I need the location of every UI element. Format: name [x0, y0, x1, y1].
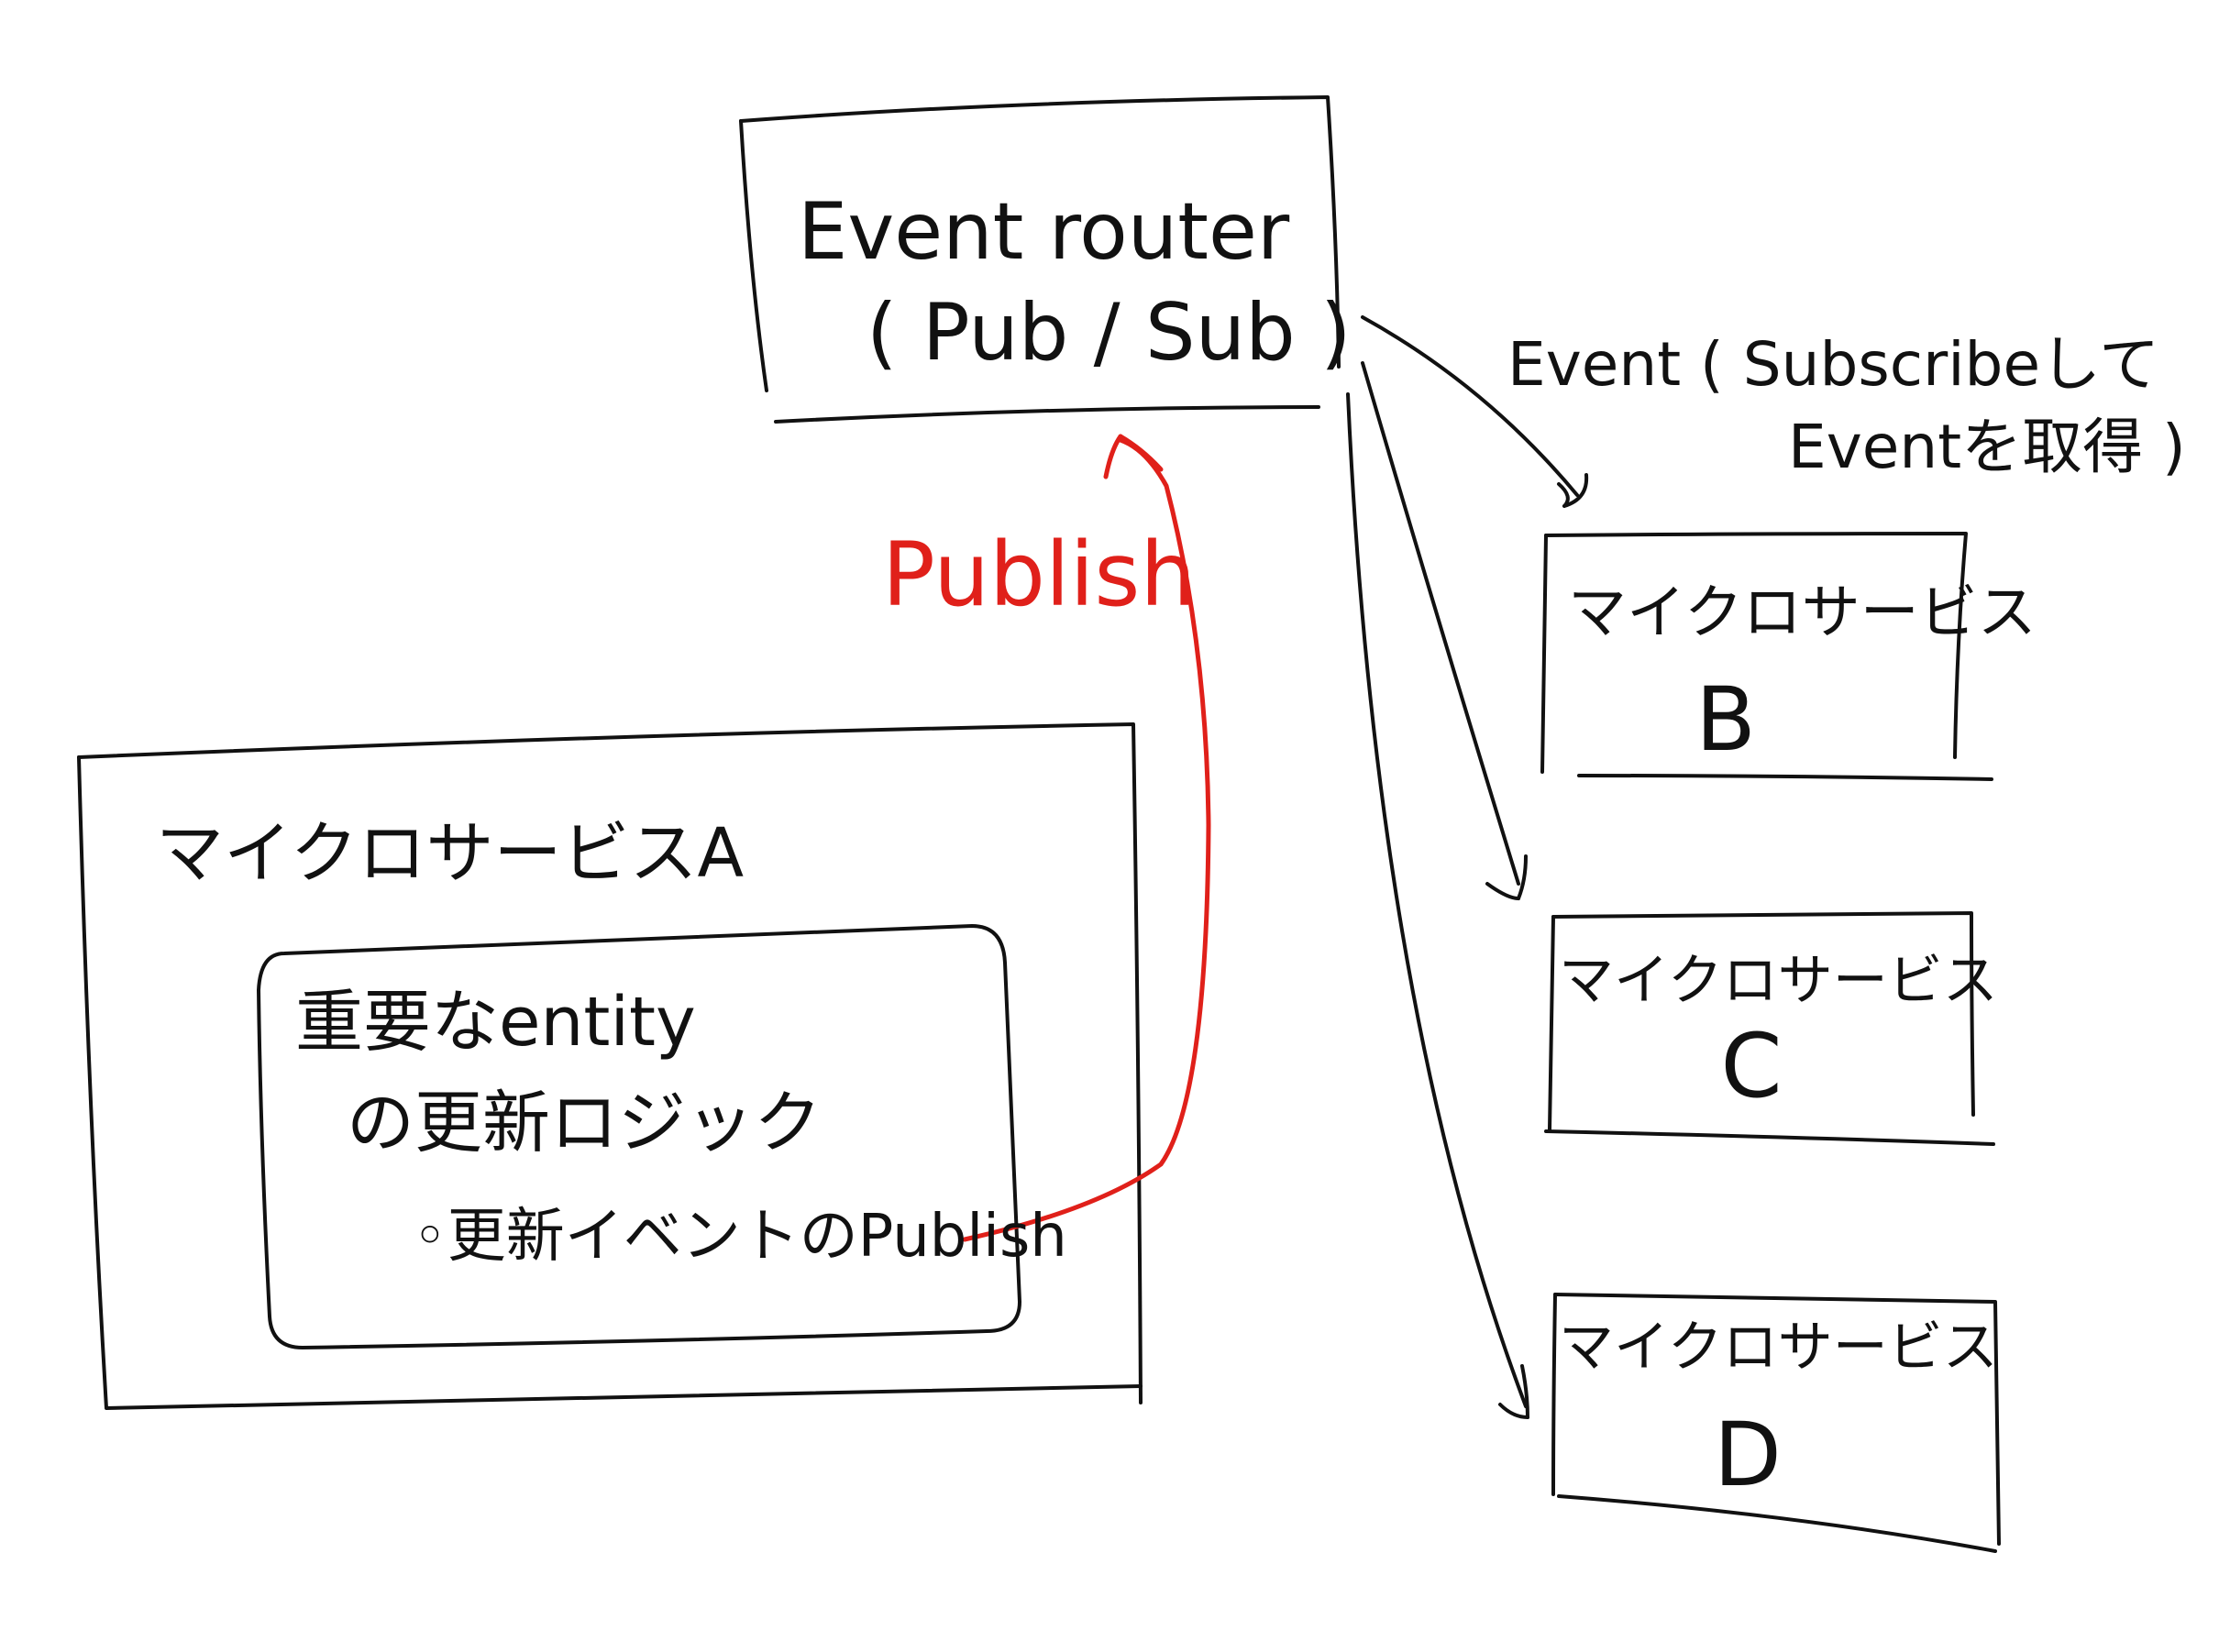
service-c-letter: C	[1720, 1015, 1782, 1118]
event-note-line1: Event ( Subscribeして	[1507, 329, 2159, 400]
service-a-box	[77, 722, 1143, 1410]
logic-line3: ◦更新イベントのPublish	[413, 1203, 1067, 1271]
service-d-letter: D	[1714, 1404, 1782, 1506]
arrow-to-d	[1346, 392, 1529, 1419]
publish-arrow	[962, 434, 1211, 1242]
arrow-to-c	[1361, 361, 1528, 900]
service-d-label: マイクロサービス	[1559, 1316, 1998, 1380]
event-router-box	[739, 95, 1341, 424]
service-b-letter: B	[1695, 668, 1756, 771]
event-note-line2: Eventを取得 )	[1788, 412, 2186, 482]
router-title: Event router	[798, 186, 1290, 278]
service-b-box	[1540, 532, 1993, 781]
service-b-label: マイクロサービス	[1568, 579, 2037, 647]
logic-line2: の更新ロジック	[347, 1084, 822, 1162]
service-d-box	[1551, 1293, 2001, 1553]
service-a-title: マイクロサービスA	[156, 814, 745, 893]
logic-line1: 重要なentity	[295, 983, 696, 1062]
router-subtitle: ( Pub / Sub )	[867, 287, 1352, 379]
publish-label: Publish	[882, 523, 1196, 626]
service-c-box	[1544, 911, 1995, 1146]
logic-inner-box	[257, 924, 1021, 1349]
service-c-label: マイクロサービス	[1559, 949, 1998, 1013]
arrow-to-b	[1361, 315, 1589, 508]
